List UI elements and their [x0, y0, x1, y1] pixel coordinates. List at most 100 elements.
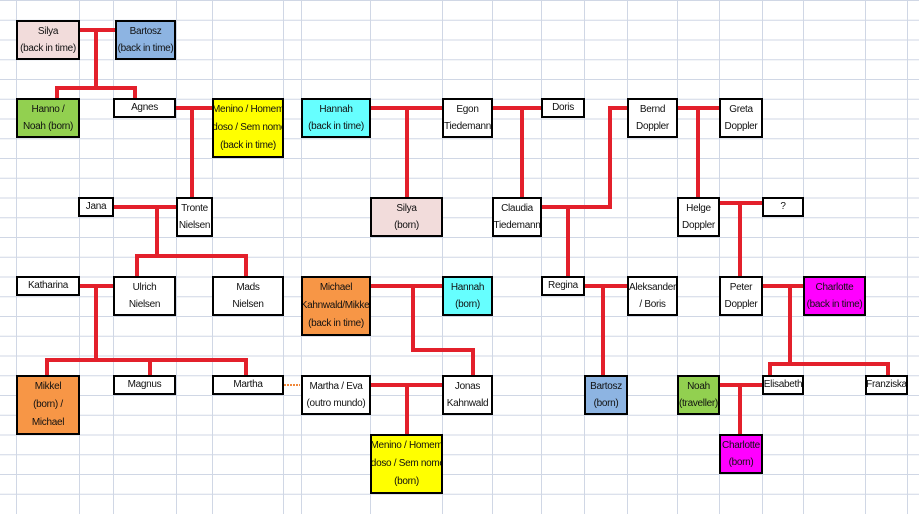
person-charlotte-back: Charlotte (back in time)	[803, 276, 866, 316]
person-agnes: Agnes	[113, 98, 176, 118]
person-charlotte-born: Charlotte (born)	[719, 434, 763, 474]
person-name-line: (back in time)	[220, 140, 276, 152]
person-name-line: (born)	[394, 219, 419, 231]
person-name-line: Elisabeth	[763, 379, 803, 391]
person-bartosz-born: Bartosz (born)	[584, 375, 628, 415]
person-name-line: ?	[780, 201, 786, 213]
person-name-line: Tiedemann	[493, 219, 541, 231]
person-name-line: / Boris	[639, 298, 666, 310]
person-name-line: Bartosz	[129, 25, 162, 37]
person-name-line: Claudia	[501, 202, 533, 214]
person-name-line: (back in time)	[117, 42, 174, 54]
person-silya-back: Silya (back in time)	[16, 20, 80, 60]
person-name-line: Jana	[85, 201, 107, 213]
person-hanno-noah: Hanno / Noah (born)	[16, 98, 80, 138]
person-katharina: Katharina	[16, 276, 80, 296]
person-name-line: Silya	[37, 25, 59, 37]
person-franziska: Franziska	[865, 375, 908, 395]
person-name-line: Mikkel	[34, 381, 62, 393]
person-name-line: Bernd	[639, 103, 666, 115]
person-aleksander: Aleksander / Boris	[627, 276, 678, 316]
person-name-line: Doppler	[724, 298, 758, 310]
person-name-line: Silya	[396, 202, 417, 214]
person-name-line: Charlotte	[815, 281, 854, 293]
person-unknown: ?	[762, 197, 804, 217]
person-name-line: (back in time)	[308, 318, 364, 330]
person-name-line: Peter	[729, 281, 753, 293]
person-name-line: Hannah	[319, 103, 353, 115]
person-name-line: Idoso / Sem nome	[212, 122, 284, 134]
person-name-line: (traveller)	[679, 397, 718, 409]
person-noah-traveller: Noah (traveller)	[677, 375, 720, 415]
person-name-line: Menino / Homem	[212, 104, 284, 116]
person-hannah-back: Hannah (back in time)	[301, 98, 371, 138]
person-name-line: Aleksander	[628, 281, 677, 293]
person-name-line: Kahnwald/Mikkel	[301, 300, 371, 312]
person-name-line: Hanno /	[31, 103, 65, 115]
person-name-line: Doppler	[724, 120, 758, 132]
person-martha: Martha	[212, 375, 284, 395]
person-name-line: Idoso / Sem nome	[370, 458, 443, 470]
person-name-line: Doris	[552, 102, 574, 114]
person-name-line: Nielsen	[128, 298, 161, 310]
person-name-line: (born)	[593, 397, 619, 409]
person-magnus: Magnus	[113, 375, 176, 395]
person-martha-eva: Martha / Eva (outro mundo)	[301, 375, 371, 415]
person-regina: Regina	[541, 276, 585, 296]
person-name-line: Charlotte	[722, 439, 760, 451]
person-name-line: Michael	[319, 282, 353, 294]
person-name-line: (back in time)	[20, 42, 76, 54]
person-name-line: (back in time)	[806, 298, 863, 310]
person-name-line: Tiedemann	[444, 120, 491, 132]
person-name-line: (outro mundo)	[306, 397, 366, 409]
person-name-line: Hannah	[450, 281, 485, 293]
person-name-line: Kahnwald	[446, 397, 489, 409]
person-name-line: Bartosz	[590, 380, 622, 392]
person-elisabeth: Elisabeth	[762, 375, 804, 395]
person-name-line: Michael	[31, 417, 65, 429]
person-name-line: Ulrich	[132, 281, 157, 293]
person-name-line: Magnus	[127, 379, 162, 391]
person-name-line: (born)	[455, 298, 480, 310]
person-name-line: Mads	[236, 281, 260, 293]
person-name-line: Franziska	[866, 379, 907, 391]
person-name-line: Helge	[686, 202, 711, 214]
person-name-line: Noah	[687, 380, 710, 392]
person-jana: Jana	[78, 197, 114, 217]
person-mikkel-born: Mikkel (born) / Michael	[16, 375, 80, 435]
person-name-line: Regina	[548, 280, 578, 292]
person-name-line: Martha	[233, 379, 263, 391]
person-doris: Doris	[541, 98, 585, 118]
person-name-line: (born)	[728, 456, 754, 468]
person-name-line: (born) /	[33, 399, 63, 411]
person-name-line: Jonas	[454, 380, 481, 392]
person-name-line: Menino / Homem	[370, 440, 443, 452]
person-name-line: Agnes	[131, 102, 158, 114]
person-name-line: Nielsen	[232, 298, 264, 310]
person-name-line: Martha / Eva	[309, 380, 363, 392]
person-name-line: Doppler	[682, 219, 715, 231]
person-name-line: (back in time)	[308, 120, 364, 132]
person-silya-born: Silya (born)	[370, 197, 443, 237]
person-name-line: Katharina	[27, 280, 69, 292]
person-name-line: Noah (born)	[22, 120, 74, 132]
person-name-line: (born)	[394, 476, 419, 488]
person-name-line: Tronte	[181, 202, 208, 214]
person-bartosz-back: Bartosz (back in time)	[115, 20, 176, 60]
person-name-line: Nielsen	[178, 219, 211, 231]
